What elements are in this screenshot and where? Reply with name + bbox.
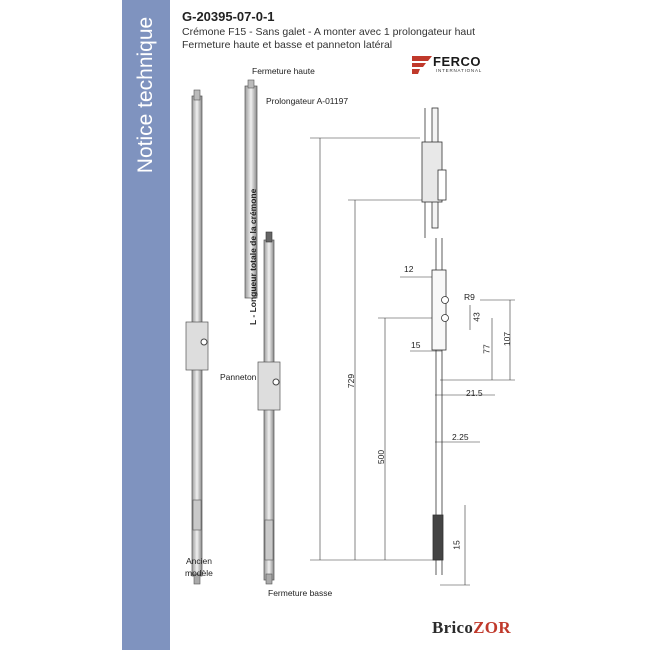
dim-21-5: 21.5 [466, 388, 483, 398]
dimension-lines [310, 137, 515, 586]
dim-12: 12 [404, 264, 414, 274]
ferco-name: FERCO [433, 54, 481, 69]
label-ancien: Ancien [186, 556, 212, 566]
bricozor-part2: ZOR [473, 618, 511, 637]
label-longueur: L - Longueur totale de la crémone [247, 188, 258, 325]
cremone-new-model [257, 231, 281, 585]
bricozor-watermark: BRICOZOR [380, 120, 500, 590]
dim-107: 107 [502, 331, 513, 347]
dim-15-top: 15 [411, 340, 421, 350]
label-prolongateur: Prolongateur A-01197 [266, 96, 349, 106]
ferco-subtitle: INTERNATIONAL [436, 68, 483, 73]
dim-77: 77 [481, 344, 492, 354]
dim-r9: R9 [464, 292, 475, 302]
description-line-1: Crémone F15 - Sans galet - A monter avec… [182, 26, 476, 38]
dim-729: 729 [346, 373, 357, 389]
sidebar-band: Notice technique [122, 0, 170, 650]
ferco-logo: FERCO INTERNATIONAL [410, 54, 505, 78]
dim-15-bottom: 15 [451, 540, 462, 550]
label-modele: modèle [185, 568, 213, 578]
label-fermeture-basse: Fermeture basse [268, 588, 333, 598]
ferco-mark-icon [412, 56, 432, 74]
cremone-old-model [185, 89, 209, 585]
label-fermeture-haute: Fermeture haute [252, 66, 315, 76]
product-reference: G-20395-07-0-1 [182, 9, 275, 24]
label-panneton: Panneton [220, 372, 257, 382]
dim-500: 500 [376, 449, 387, 465]
dim-43: 43 [471, 312, 482, 322]
bricozor-part1: Brico [432, 618, 474, 637]
bricozor-logo: BricoZOR [432, 618, 511, 638]
cremone-profile [421, 107, 449, 575]
description-line-2: Fermeture haute et basse et panneton lat… [182, 39, 393, 51]
prolongateur-bar [244, 79, 258, 299]
dim-2-25: 2.25 [452, 432, 469, 442]
